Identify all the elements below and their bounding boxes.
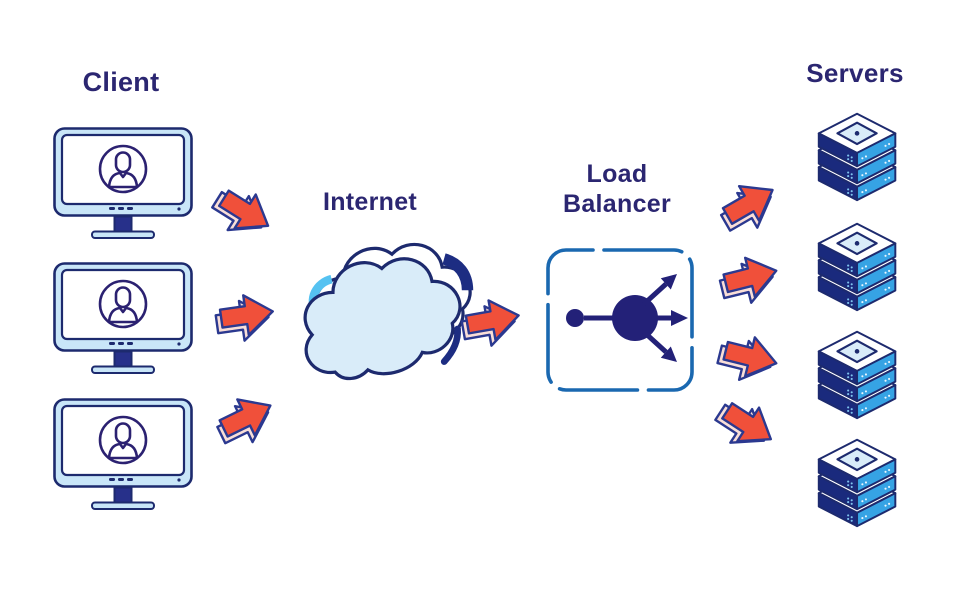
- arrow-client-to-internet-3: [209, 386, 283, 455]
- arrow-lb-to-server-3: [713, 328, 783, 389]
- client-label: Client: [82, 67, 160, 97]
- arrow-lb-to-server-2: [714, 250, 784, 310]
- internet-label: Internet: [322, 188, 418, 216]
- load-balancer-box: [546, 248, 694, 392]
- cloud-accent-navy: [442, 253, 474, 291]
- server-stack-1: [819, 114, 896, 200]
- load-balancer-label-line2: Balancer: [562, 190, 671, 218]
- load-balancer-label: Load Balancer: [533, 159, 701, 219]
- client-monitor-3: [53, 398, 193, 511]
- client-monitor-2: [53, 262, 193, 375]
- load-balancer-label-line1: Load: [586, 160, 648, 188]
- internet-cloud-icon: [286, 225, 485, 394]
- client-monitor-1: [53, 127, 193, 240]
- servers-label: Servers: [806, 58, 904, 88]
- server-stack-3: [819, 332, 896, 418]
- server-stack-2: [819, 224, 896, 310]
- arrow-client-to-internet-2: [212, 290, 278, 346]
- load-balancer-icon: [566, 274, 688, 362]
- arrow-client-to-internet-1: [205, 177, 280, 249]
- arrow-lb-to-server-1: [711, 171, 787, 242]
- arrow-lb-to-server-4: [708, 390, 783, 462]
- server-stack-4: [819, 440, 896, 526]
